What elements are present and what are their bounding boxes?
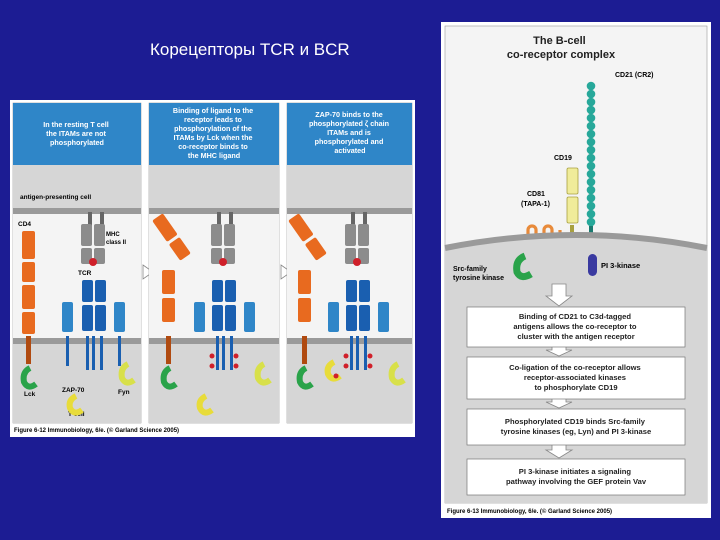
src-label-2: tyrosine kinase: [453, 275, 504, 282]
apc-label: antigen-presenting cell: [20, 194, 91, 201]
svg-text:PI 3-kinase initiates a signal: PI 3-kinase initiates a signaling pathwa…: [506, 467, 647, 486]
cd19-label: CD19: [554, 155, 572, 162]
tcr-panel-2-caption: Binding of ligand to the receptor leads …: [173, 106, 255, 160]
svg-text:Phosphorylated CD19 binds Src-: Phosphorylated CD19 binds Src-family tyr…: [501, 417, 651, 436]
tcr-figure: In the resting T cell the ITAMs are not …: [10, 100, 415, 437]
arrow-2: [280, 264, 292, 280]
cd81-label: CD81: [527, 191, 545, 198]
zap70-kinase: [66, 393, 84, 416]
tcr-figure-credit: Figure 6-12 Immunobiology, 6/e. (© Garla…: [14, 427, 179, 434]
pi3k-molecule: [588, 254, 597, 276]
lck-label: Lck: [24, 391, 36, 398]
step-box-3: Phosphorylated CD19 binds Src-family tyr…: [466, 408, 686, 446]
pi3k-label: PI 3-kinase: [601, 261, 640, 270]
bcr-figure-credit: Figure 6-13 Immunobiology, 6/e. (© Garla…: [447, 508, 612, 515]
step-arrow-1: [544, 283, 574, 307]
tapa-label: (TAPA-1): [521, 201, 550, 208]
svg-text:Co-ligation of the co-receptor: Co-ligation of the co-receptor allows re…: [509, 363, 643, 392]
src-kinase: [513, 252, 533, 281]
lck-kinase: [20, 365, 38, 390]
cd4-bound: [152, 214, 191, 261]
bcr-figure-svg: The B-cell co-receptor complex CD21 (CR2…: [444, 25, 708, 515]
b-cell-membrane: [444, 232, 708, 251]
tcr-complex: [62, 280, 125, 370]
fyn-kinase: [118, 361, 136, 386]
tcr-panel-2: Binding of ligand to the receptor leads …: [148, 102, 280, 424]
mhc-label: MHC: [106, 232, 120, 238]
tcr-panel-1-caption: In the resting T cell the ITAMs are not …: [43, 120, 111, 147]
src-label-1: Src-family: [453, 266, 487, 273]
svg-text:Binding of CD21 to C3d-tagged: Binding of CD21 to C3d-tagged antigens a…: [513, 312, 638, 341]
zap70-label: ZAP-70: [62, 387, 85, 394]
step-box-4: PI 3-kinase initiates a signaling pathwa…: [466, 458, 686, 496]
mhc-molecule: [81, 212, 105, 266]
slide-title: Корецепторы TCR и BCR: [150, 40, 350, 59]
tcr-panel-3-caption: ZAP-70 binds to the phosphorylated ζ cha…: [309, 110, 391, 155]
bcr-figure-title: The B-cell co-receptor complex: [507, 35, 616, 61]
cd4-label: CD4: [18, 221, 31, 228]
tcr-label: TCR: [78, 270, 92, 277]
arrow-1: [142, 264, 154, 280]
bcr-figure: The B-cell co-receptor complex CD21 (CR2…: [441, 22, 711, 518]
tcr-panel-1: In the resting T cell the ITAMs are not …: [12, 102, 142, 424]
tcr-figure-svg: In the resting T cell the ITAMs are not …: [12, 102, 413, 434]
tcr-panel-3: ZAP-70 binds to the phosphorylated ζ cha…: [286, 102, 413, 424]
fyn-label: Fyn: [118, 389, 130, 396]
mhc-class-label: class II: [106, 240, 126, 246]
cd21-label: CD21 (CR2): [615, 72, 654, 79]
step-box-1: Binding of CD21 to C3d-tagged antigens a…: [466, 306, 686, 348]
step-box-2: Co-ligation of the co-receptor allows re…: [466, 356, 686, 400]
cd4-molecule: [22, 231, 35, 364]
